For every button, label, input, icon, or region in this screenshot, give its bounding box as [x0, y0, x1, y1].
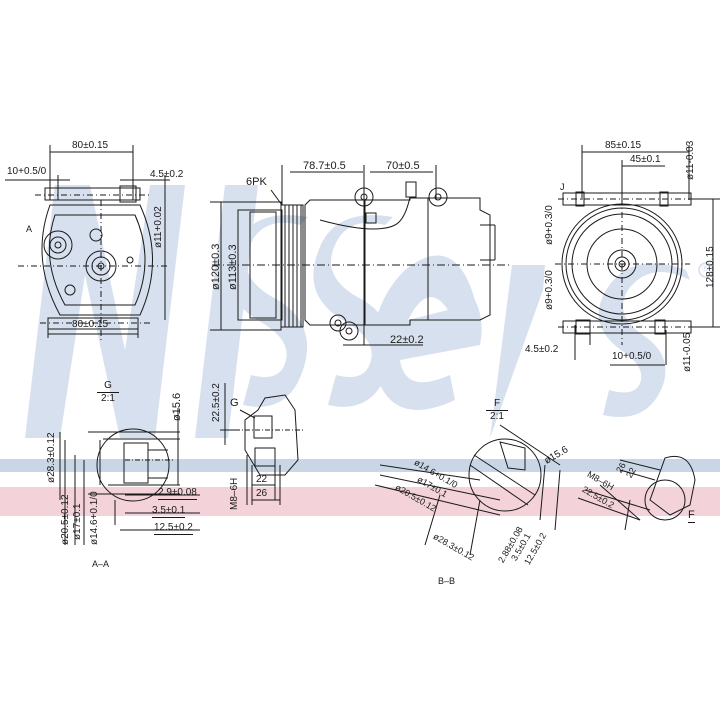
- rear-view-drawing: [555, 145, 720, 366]
- port-g-marker: G: [230, 397, 239, 409]
- detail-f-letter: F: [486, 398, 508, 411]
- port-g-dim-26: 26: [256, 488, 268, 499]
- rear-dim-hole-upper: ø9+0.3/0: [544, 205, 555, 245]
- detail-f-section-label: B–B: [438, 576, 456, 586]
- front-section-marker: A: [26, 224, 33, 234]
- detail-g-dim-l2: 3.5±0.1: [152, 505, 186, 518]
- detail-g-dim-l1: 2.9±0.08: [158, 487, 197, 500]
- rear-marker-j: J: [560, 182, 565, 192]
- rear-dim-bore-bottom: ø11-0.05: [682, 332, 693, 372]
- detail-f-title: F 2:1: [486, 398, 508, 422]
- nissens-logo-watermark: [25, 185, 690, 438]
- rear-dim-half: 45±0.1: [630, 154, 661, 165]
- rear-dim-width: 85±0.15: [605, 140, 642, 151]
- detail-g-letter: G: [97, 380, 119, 393]
- detail-f-scale: 2:1: [490, 410, 504, 422]
- detail-g-dim-d1: ø15.6: [171, 392, 183, 421]
- front-view-drawing: [5, 145, 170, 340]
- port-g-dim-height: 22.5±0.2: [211, 383, 222, 422]
- front-dim-right-offset: 4.5±0.2: [150, 169, 184, 180]
- front-dim-bottom: 80±0.15: [72, 319, 109, 330]
- port-f-drawing: [577, 455, 696, 531]
- registered-mark: ®: [702, 263, 709, 273]
- port-g-thread: M8–6H: [229, 477, 240, 510]
- rear-dim-bore-top: ø11-0.03: [685, 140, 696, 180]
- side-dim-bottom: 22±0.2: [390, 334, 424, 346]
- detail-g-dim-l3: 12.5±0.2: [154, 522, 193, 535]
- port-f-marker: F: [688, 509, 695, 523]
- side-belt-label: 6PK: [246, 176, 267, 188]
- detail-f-drawing: [374, 424, 561, 556]
- pink-stripe: [0, 487, 720, 516]
- side-dim-pulley-inner: ø113±0.3: [227, 244, 239, 290]
- side-view-drawing: [210, 165, 510, 346]
- side-dim-mount-1: 78.7±0.5: [303, 160, 346, 172]
- detail-g-drawing: [59, 408, 200, 545]
- front-dim-vertical-bore: ø11+0.02: [153, 206, 164, 248]
- port-g-drawing: [220, 383, 305, 505]
- detail-g-section-label: A–A: [92, 559, 110, 569]
- detail-g-dim-d4: ø17±0.1: [72, 503, 83, 540]
- side-dim-pulley-outer: ø120±0.3: [210, 243, 222, 290]
- front-dim-top: 80±0.15: [72, 140, 109, 151]
- detail-g-title: G 2:1: [97, 380, 119, 404]
- detail-g-scale: 2:1: [101, 392, 115, 404]
- side-dim-mount-2: 70±0.5: [386, 160, 420, 172]
- rear-dim-offset-left: 4.5±0.2: [525, 344, 559, 355]
- detail-g-dim-d3: ø20.5±0.12: [60, 494, 71, 545]
- rear-dim-offset-bottom: 10+0.5/0: [612, 351, 652, 362]
- detail-g-dim-d5: ø14.6+0.1/0: [89, 491, 100, 545]
- detail-g-dim-d2: ø28.3±0.12: [46, 432, 57, 483]
- front-dim-left-offset: 10+0.5/0: [7, 166, 47, 177]
- port-g-dim-22: 22: [256, 474, 268, 485]
- rear-dim-hole-lower: ø9+0.3/0: [544, 270, 555, 310]
